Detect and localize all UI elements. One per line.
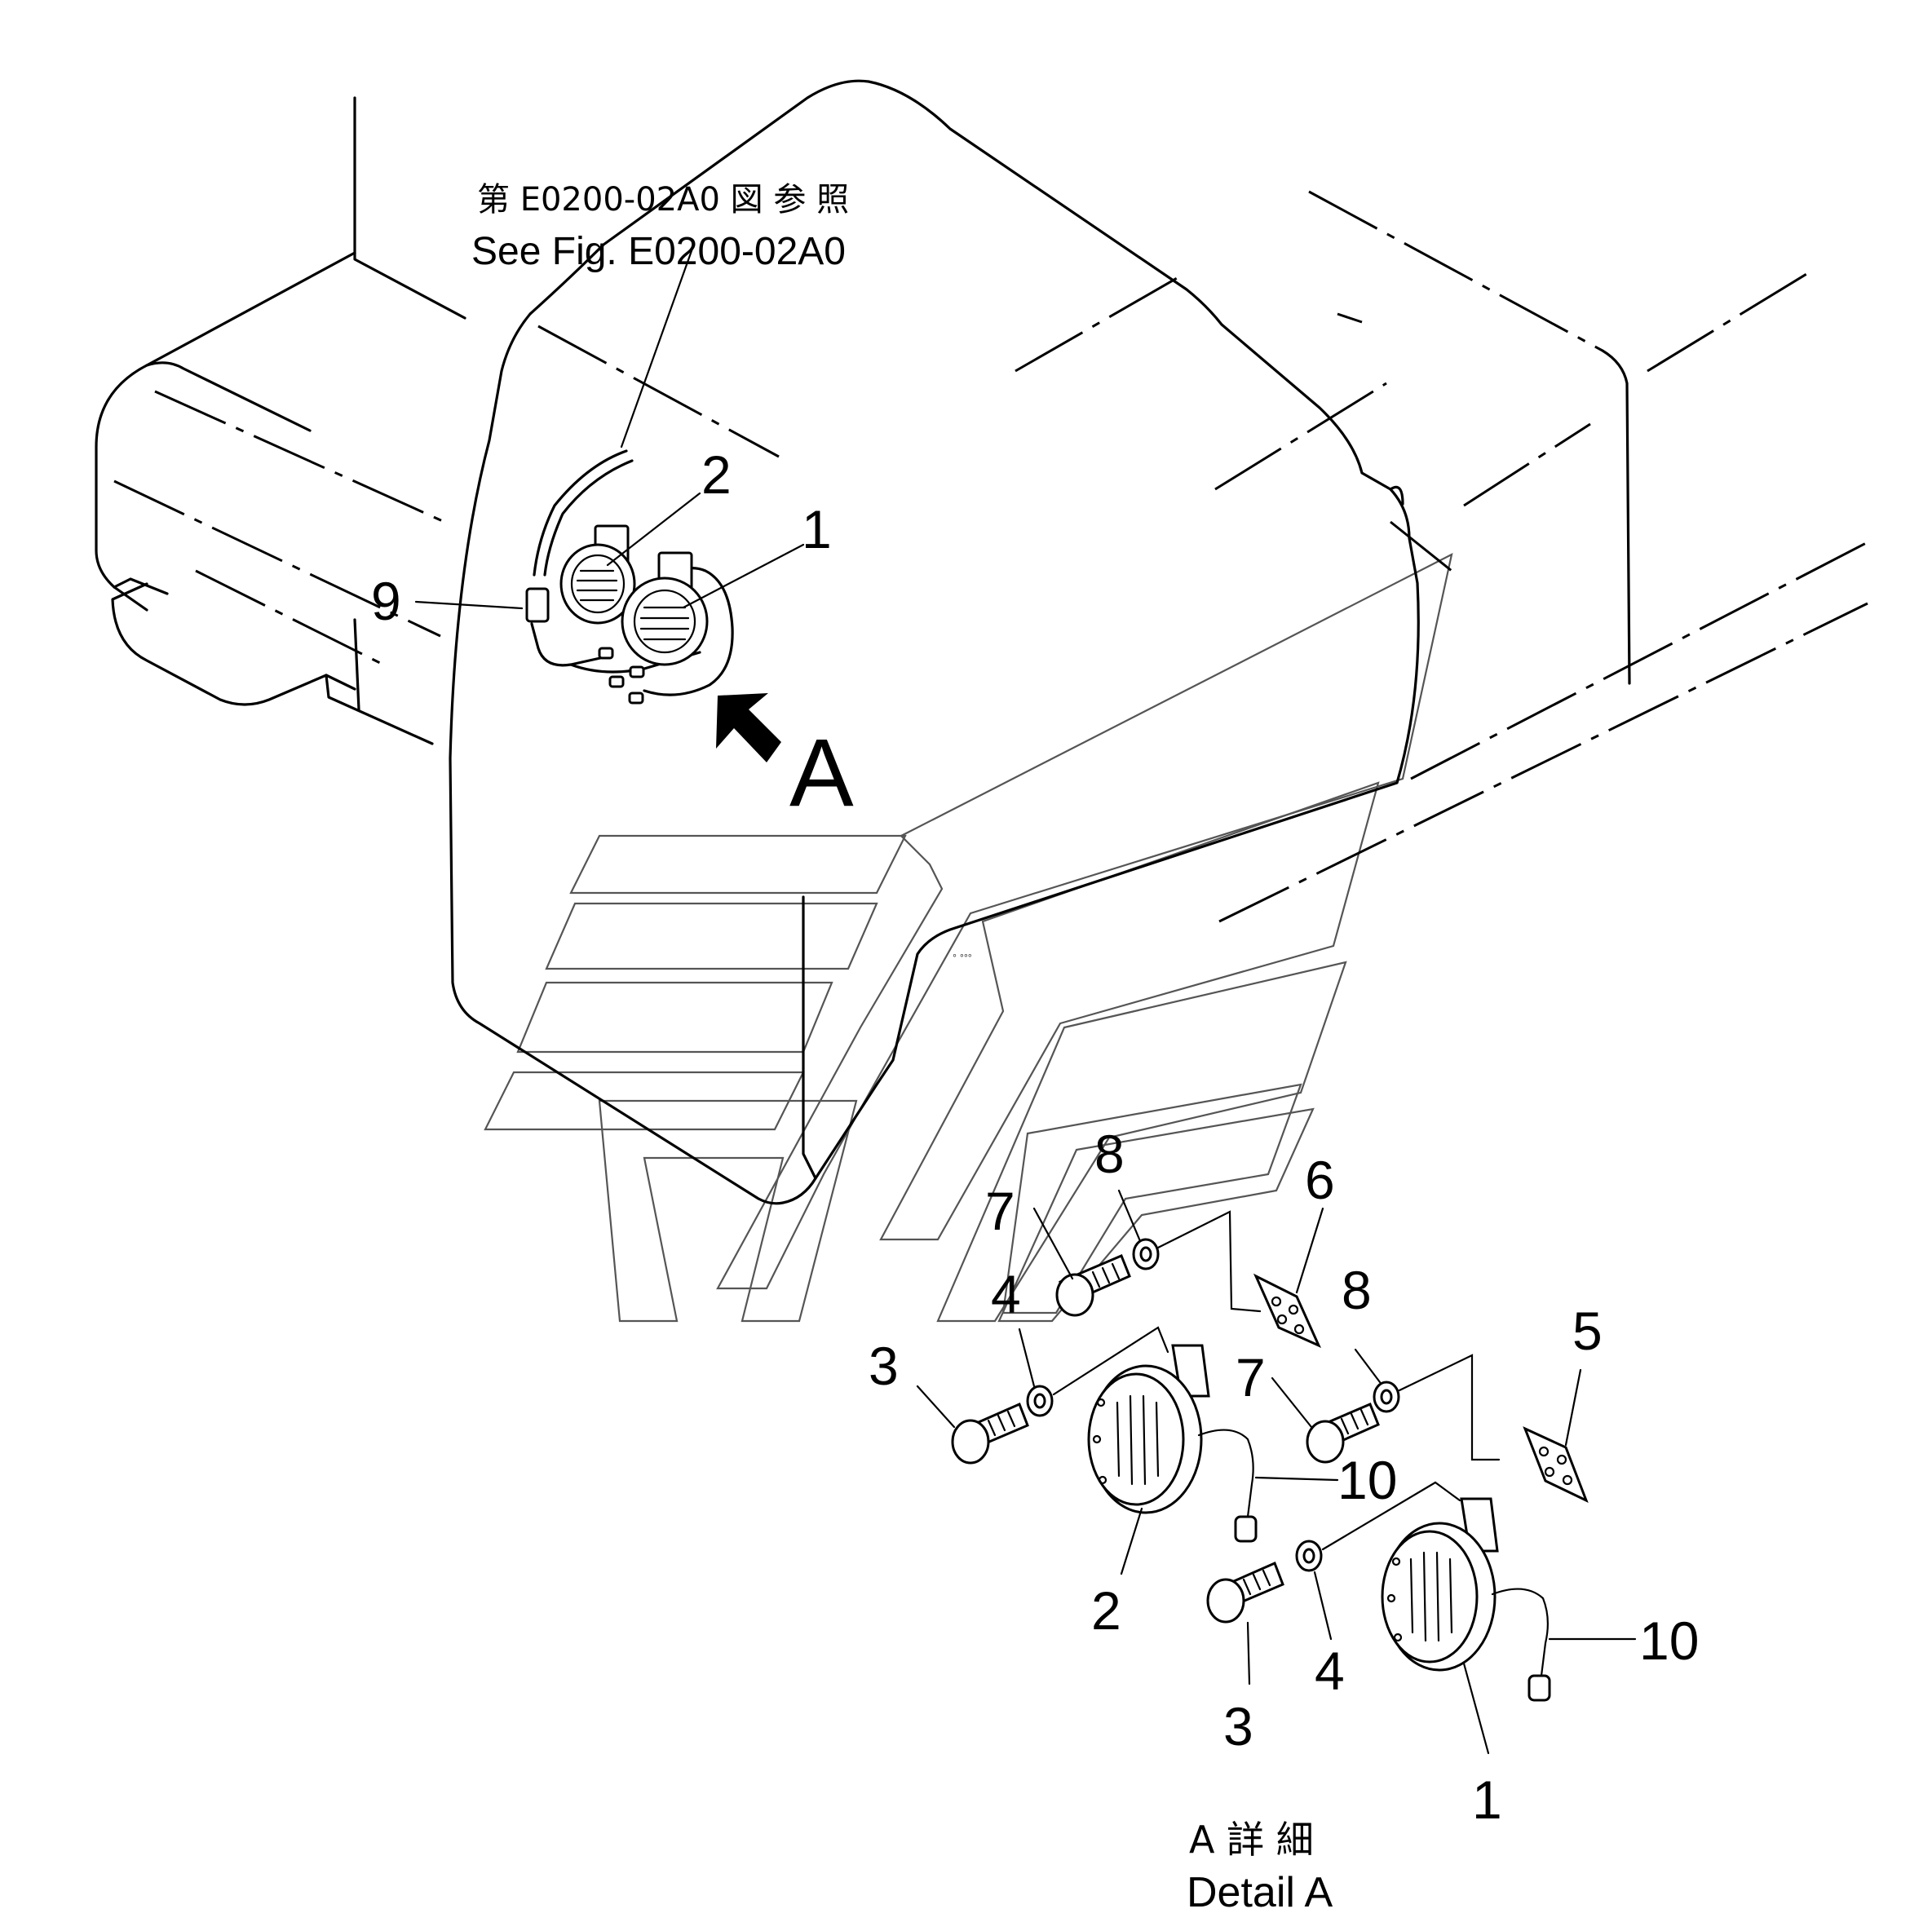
wire-terminal-icon <box>1527 1674 1551 1702</box>
horn-assembly-location <box>414 245 805 762</box>
callout-4-lower: 4 <box>1315 1641 1345 1701</box>
wire-terminal-icon <box>1234 1515 1258 1543</box>
reference-note-english: See Fig. E0200-02A0 <box>471 230 846 273</box>
callout-3-lower: 3 <box>1223 1696 1253 1756</box>
detail-a-exploded <box>916 1189 1637 1755</box>
body-small-mark: ◦ ◦◦◦ <box>953 948 972 961</box>
wire-clamp-icon <box>525 587 550 623</box>
bracket-icon <box>1523 1426 1589 1503</box>
bolt-icon <box>1306 1403 1380 1464</box>
horn-icon <box>559 524 636 625</box>
horn-icon <box>1087 1344 1210 1514</box>
detail-caption-english: Detail A <box>1187 1869 1333 1916</box>
watermark-logo <box>484 552 1453 1323</box>
callout-2-location: 2 <box>701 444 732 505</box>
bolt-icon <box>951 1402 1029 1465</box>
connector-icon <box>628 691 644 705</box>
callout-1-detail: 1 <box>1472 1770 1502 1830</box>
callout-8-lower: 8 <box>1342 1260 1372 1320</box>
leader-line <box>620 245 695 448</box>
bolt-icon <box>1055 1254 1131 1317</box>
callout-8-upper: 8 <box>1094 1124 1125 1184</box>
view-letter: A <box>789 719 854 827</box>
connector-icon <box>598 647 614 660</box>
callout-6: 6 <box>1305 1150 1335 1210</box>
machine-body: ◦ ◦◦◦ <box>95 79 1868 1205</box>
callout-7-upper: 7 <box>985 1181 1015 1241</box>
callout-2-detail: 2 <box>1091 1580 1121 1641</box>
callout-10-lower: 10 <box>1639 1611 1699 1671</box>
bracket-icon <box>1253 1273 1321 1348</box>
callout-1-location: 1 <box>802 499 832 559</box>
reference-note-japanese: 第 E0200-02A0 図 参 照 <box>477 181 849 219</box>
leader-line <box>606 492 701 567</box>
callout-5: 5 <box>1572 1301 1603 1361</box>
bolt-icon <box>1206 1561 1284 1624</box>
connector-icon <box>608 675 625 688</box>
horn-icon <box>621 551 709 666</box>
callout-7-lower: 7 <box>1236 1347 1266 1407</box>
callout-3-upper: 3 <box>869 1336 899 1396</box>
connector-icon <box>629 665 645 678</box>
horn-icon <box>1381 1497 1499 1672</box>
callout-10-upper: 10 <box>1337 1450 1397 1510</box>
callout-9-location: 9 <box>371 571 401 631</box>
detail-caption-japanese: A 詳 細 <box>1189 1818 1314 1862</box>
leader-line <box>414 600 524 610</box>
callout-4-upper: 4 <box>991 1264 1021 1324</box>
view-arrow-icon <box>716 693 781 762</box>
leader-line <box>682 543 805 609</box>
